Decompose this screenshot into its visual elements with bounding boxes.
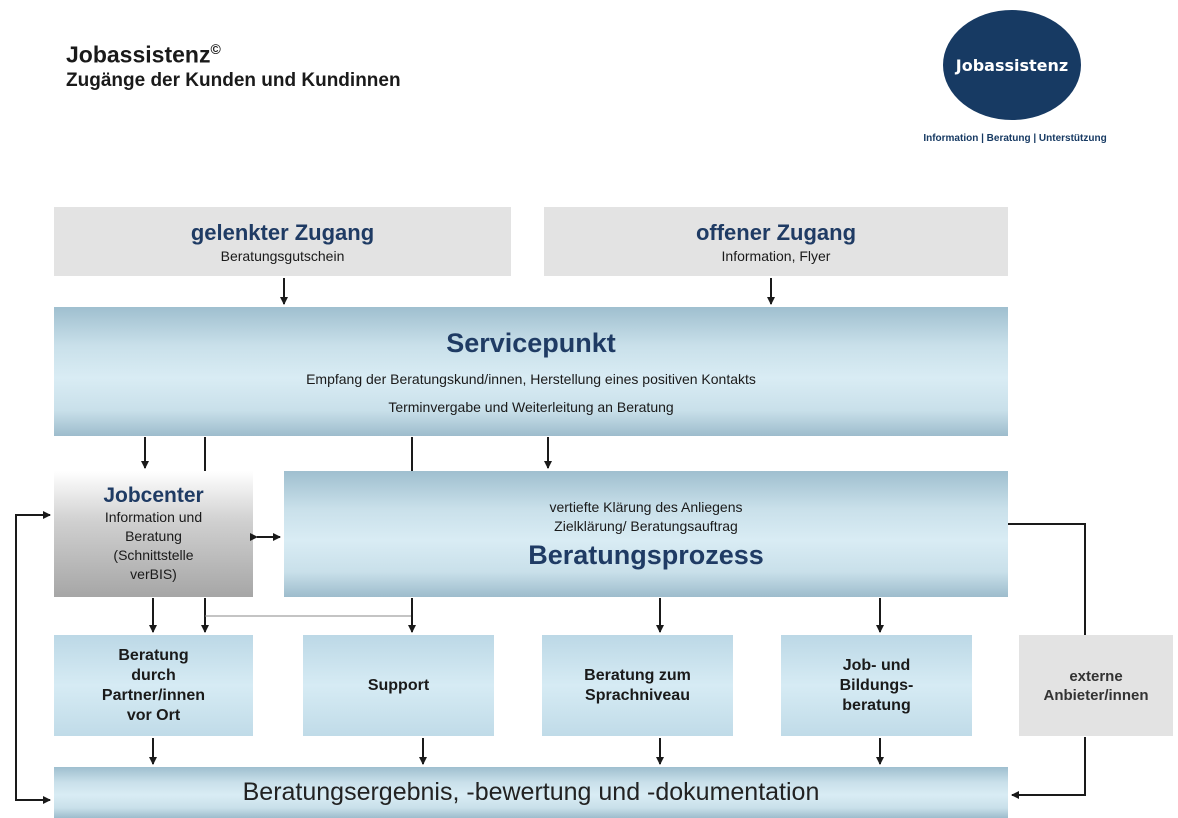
jobcenter-title: Jobcenter — [103, 484, 204, 507]
open-access-title: offener Zugang — [695, 219, 857, 245]
jobcenter-line: verBIS) — [130, 566, 177, 582]
servicepunkt-line2: Terminvergabe und Weiterleitung an Berat… — [388, 399, 674, 415]
service-line: vor Ort — [126, 706, 181, 724]
service-box-sprachniveau: Beratung zum Sprachniveau — [542, 635, 733, 736]
service-line: Job- und — [842, 656, 911, 674]
service-line: Sprachniveau — [585, 686, 690, 704]
servicepunkt-box: Servicepunkt Empfang der Beratungskund/i… — [54, 307, 1008, 436]
jobcenter-line: Information und — [104, 509, 203, 525]
page-subtitle: Zugänge der Kunden und Kundinnen — [66, 69, 401, 91]
page-title: Jobassistenz© — [66, 41, 221, 68]
service-box-support: Support — [303, 635, 494, 736]
beratungsprozess-box: vertiefte Klärung des Anliegens Zielklär… — [284, 471, 1008, 597]
service-line: durch — [131, 666, 176, 684]
logo-name: Jobassistenz — [955, 55, 1069, 75]
copyright-mark: © — [210, 41, 221, 57]
extern-box: externe Anbieter/innen — [1019, 635, 1173, 736]
extern-line: Anbieter/innen — [1043, 686, 1149, 704]
open-access-box: offener Zugang Information, Flyer — [544, 207, 1008, 276]
logo-tagline: Information | Beratung | Unterstützung — [923, 133, 1107, 144]
service-line: Beratung zum — [584, 666, 691, 684]
logo-ellipse: Jobassistenz — [943, 10, 1081, 120]
jobcenter-line: (Schnittstelle — [113, 547, 194, 563]
beratungsprozess-line2: Zielklärung/ Beratungsauftrag — [554, 517, 738, 534]
logo: Jobassistenz Information | Beratung | Un… — [870, 10, 1160, 150]
jobcenter-box: Jobcenter Information und Beratung (Schn… — [54, 471, 253, 597]
extern-line: externe — [1069, 667, 1123, 685]
open-access-subtitle: Information, Flyer — [721, 247, 831, 264]
servicepunkt-title: Servicepunkt — [446, 328, 616, 358]
arrow-result-feedback-to-jobcenter — [15, 511, 51, 801]
beratungsprozess-line1: vertiefte Klärung des Anliegens — [549, 498, 743, 515]
beratungsprozess-title: Beratungsprozess — [528, 539, 764, 570]
result-title: Beratungsergebnis, -bewertung und -dokum… — [242, 778, 820, 806]
service-box-job-bildung: Job- und Bildungs- beratung — [781, 635, 972, 736]
service-line: beratung — [842, 696, 911, 714]
service-line: Partner/innen — [101, 686, 206, 704]
guided-access-box: gelenkter Zugang Beratungsgutschein — [54, 207, 511, 276]
servicepunkt-line1: Empfang der Beratungskund/innen, Herstel… — [306, 371, 756, 387]
service-line: Beratung — [118, 646, 189, 664]
header: Jobassistenz© Zugänge der Kunden und Kun… — [66, 36, 401, 92]
guided-access-subtitle: Beratungsgutschein — [220, 247, 345, 264]
service-box-partner: Beratung durch Partner/innen vor Ort — [54, 635, 253, 736]
result-box: Beratungsergebnis, -bewertung und -dokum… — [54, 767, 1008, 818]
service-line: Support — [367, 676, 430, 694]
guided-access-title: gelenkter Zugang — [190, 219, 375, 245]
arrow-extern-to-result — [1011, 737, 1086, 799]
service-line: Bildungs- — [839, 676, 914, 694]
line-beratungsprozess-to-extern — [1008, 523, 1086, 635]
jobcenter-line: Beratung — [125, 528, 182, 544]
